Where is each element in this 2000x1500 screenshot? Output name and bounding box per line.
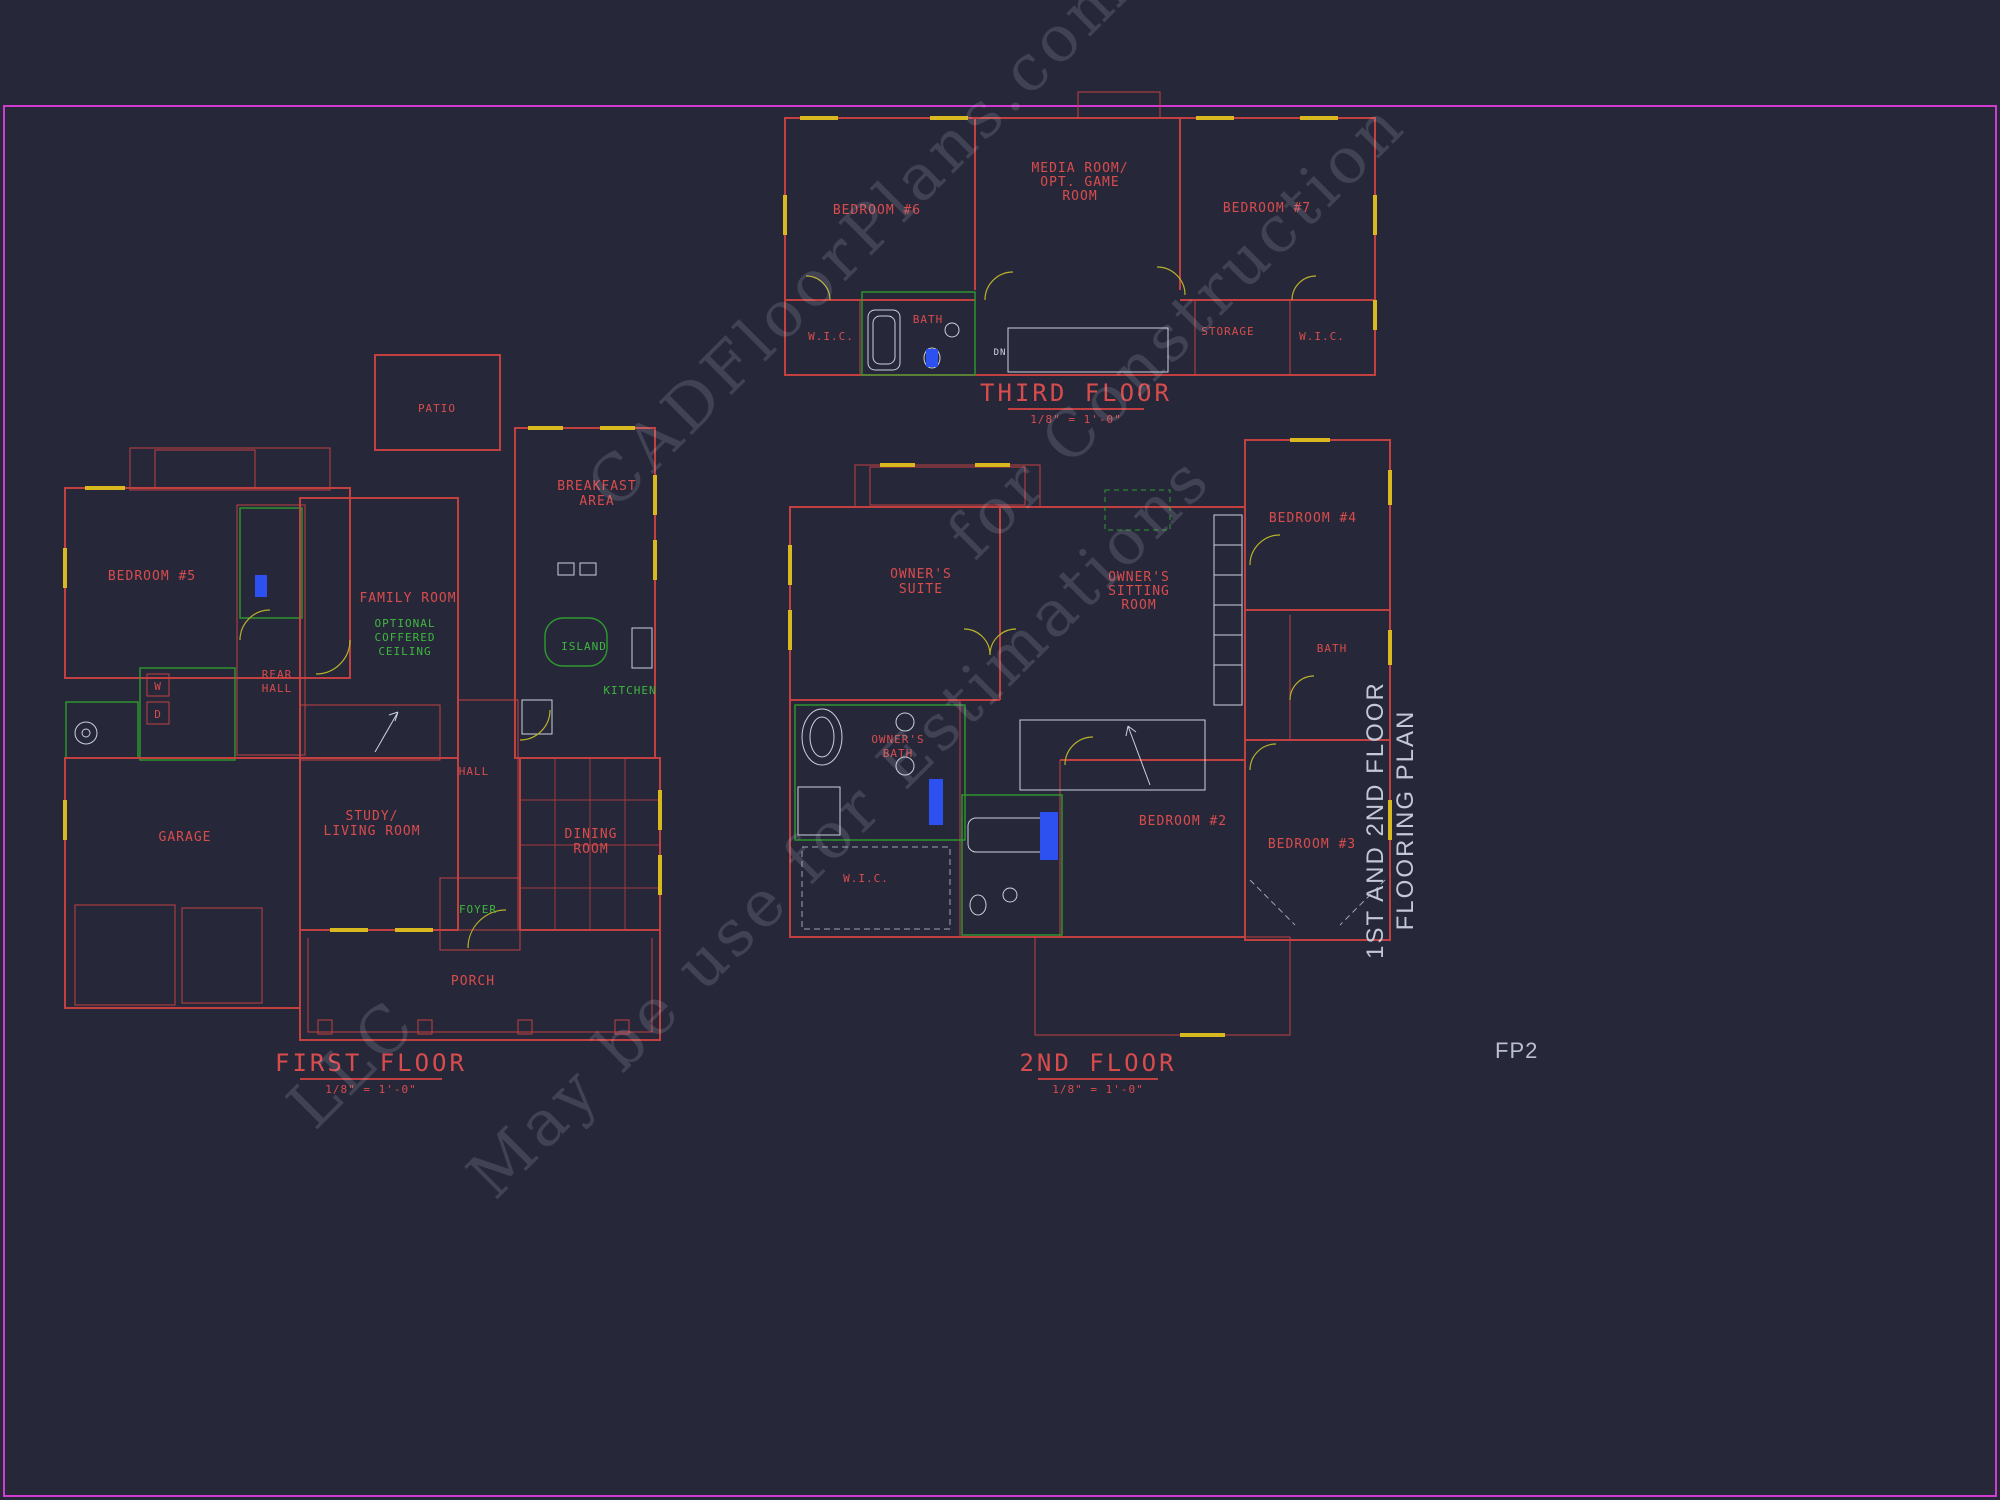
room-label-rear-hall-2: HALL	[262, 682, 293, 695]
room-label-media-3: ROOM	[1062, 189, 1097, 204]
room-label-owners-bath-2: BATH	[883, 747, 914, 760]
room-label-bath3: BATH	[913, 313, 944, 326]
room-label-bath2: BATH	[1317, 642, 1348, 655]
room-label-breakfast-2: AREA	[579, 494, 614, 509]
room-label-media-2: OPT. GAME	[1040, 175, 1119, 190]
room-label-porch: PORCH	[451, 974, 495, 989]
third-floor-plan: BEDROOM #6 MEDIA ROOM/ OPT. GAME ROOM BE…	[783, 91, 1377, 426]
label-dryer: D	[154, 708, 162, 721]
second-floor-plan: OWNER'S SUITE OWNER'S SITTING ROOM BEDRO…	[788, 438, 1392, 1096]
second-floor-title: 2ND FLOOR	[1019, 1049, 1176, 1077]
room-label-bedroom4: BEDROOM #4	[1269, 511, 1357, 526]
third-floor-scale: 1/8" = 1'-0"	[1030, 413, 1121, 426]
room-label-owners-suite-2: SUITE	[899, 582, 943, 597]
sheet-side-title-line1: 1ST AND 2ND FLOOR	[1362, 681, 1390, 959]
room-label-wic-right: W.I.C.	[1299, 330, 1345, 343]
room-label-hall: HALL	[459, 765, 490, 778]
room-label-coffered-3: CEILING	[378, 645, 431, 658]
second-floor-scale: 1/8" = 1'-0"	[1052, 1083, 1143, 1096]
room-label-sitting-3: ROOM	[1121, 598, 1156, 613]
room-label-bedroom6: BEDROOM #6	[833, 203, 921, 218]
room-label-coffered-1: OPTIONAL	[375, 617, 436, 630]
first-floor-plan: PATIO BEDROOM #5 FAMILY ROOM OPTIONAL CO…	[63, 354, 662, 1096]
room-label-bedroom5: BEDROOM #5	[108, 569, 196, 584]
room-label-bedroom7: BEDROOM #7	[1223, 201, 1311, 216]
sheet-side-title-line2: FLOORING PLAN	[1392, 709, 1420, 931]
room-label-breakfast-1: BREAKFAST	[557, 479, 636, 494]
room-label-wic2: W.I.C.	[843, 872, 889, 885]
first-floor-title: FIRST FLOOR	[275, 1049, 467, 1077]
room-label-sitting-2: SITTING	[1108, 584, 1170, 599]
room-label-media-1: MEDIA ROOM/	[1031, 161, 1128, 176]
sheet-side-title: 1ST AND 2ND FLOOR FLOORING PLAN	[1361, 681, 1421, 959]
room-label-sitting-1: OWNER'S	[1108, 570, 1170, 585]
room-label-coffered-2: COFFERED	[375, 631, 436, 644]
room-label-island: ISLAND	[561, 640, 607, 653]
room-label-owners-bath-1: OWNER'S	[871, 733, 924, 746]
room-label-study-2: LIVING ROOM	[323, 824, 420, 839]
room-label-dining-2: ROOM	[573, 842, 608, 857]
room-label-family-room: FAMILY ROOM	[359, 591, 456, 606]
room-label-dining-1: DINING	[565, 827, 618, 842]
room-label-wic-left: W.I.C.	[808, 330, 854, 343]
third-floor-title: THIRD FLOOR	[980, 379, 1172, 407]
room-label-foyer: FOYER	[459, 903, 497, 916]
room-label-study-1: STUDY/	[346, 809, 399, 824]
room-label-rear-hall-1: REAR	[262, 668, 293, 681]
room-label-bedroom2: BEDROOM #2	[1139, 814, 1227, 829]
room-label-kitchen: KITCHEN	[603, 684, 656, 697]
room-label-owners-suite-1: OWNER'S	[890, 567, 952, 582]
room-label-storage: STORAGE	[1201, 325, 1254, 338]
first-floor-scale: 1/8" = 1'-0"	[325, 1083, 416, 1096]
room-label-patio: PATIO	[418, 402, 456, 415]
stair-dn-label: DN	[994, 348, 1007, 358]
room-label-garage: GARAGE	[159, 830, 212, 845]
sheet-code: FP2	[1495, 1038, 1539, 1063]
room-label-bedroom3: BEDROOM #3	[1268, 837, 1356, 852]
sheet-border	[3, 105, 1997, 1497]
label-washer: W	[154, 680, 162, 693]
